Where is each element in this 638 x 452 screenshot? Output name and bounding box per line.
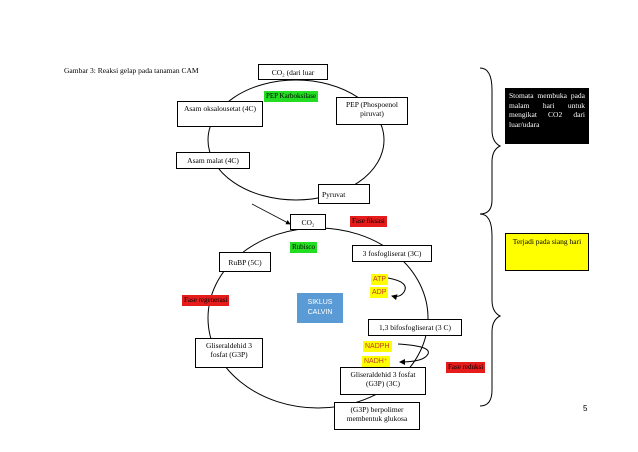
rubp-box: RuBP (5C) bbox=[219, 252, 271, 272]
phase-fixation-label: Fase fiksasi bbox=[350, 216, 387, 227]
phase-regeneration-label: Fase regenerasi bbox=[182, 295, 230, 306]
nadph-nadp-arrow bbox=[397, 343, 429, 365]
co2-outside-box: CO₂ (dari luar bbox=[258, 64, 328, 80]
night-note: Stomata membuka pada malam hari untuk me… bbox=[505, 88, 589, 144]
figure-caption: Gambar 3: Reaksi gelap pada tanaman CAM bbox=[64, 66, 199, 75]
page-number: 5 bbox=[583, 404, 588, 413]
oxaloacetate-box: Asam oksalousetat (4C) bbox=[177, 101, 263, 127]
g3p-box-2: Gliseraldehid 3 fosfat (G3P) (3C) bbox=[340, 367, 426, 395]
cam-cycle-ellipse bbox=[207, 79, 385, 201]
phase-reduction-label: Fase reduksi bbox=[446, 362, 486, 373]
day-brace bbox=[479, 213, 502, 407]
nadp-label: NADH⁺ bbox=[362, 356, 390, 367]
co2-box: CO₂ bbox=[290, 214, 326, 230]
malate-to-co2-arrow bbox=[251, 203, 291, 225]
atp-label: ATP bbox=[371, 274, 389, 285]
bpg-box: 1,3 bifosfogliserat (3 C) bbox=[368, 319, 462, 336]
g3p-box-1: Gliseraldehid 3 fosfat (G3P) bbox=[195, 338, 263, 368]
night-brace bbox=[479, 67, 502, 215]
nadph-label: NADPH bbox=[363, 341, 392, 352]
calvin-cycle-label: SIKLUS CALVIN bbox=[297, 293, 343, 323]
adp-label: ADP bbox=[370, 287, 389, 298]
pep-box: PEP (Phospoenol piruvat) bbox=[336, 97, 408, 125]
polymer-box: (G3P) berpolimer membentuk glukosa bbox=[334, 402, 420, 430]
day-note: Terjadi pada siang hari bbox=[505, 233, 589, 271]
rubisco-label: Rubisco bbox=[290, 242, 317, 253]
malate-box: Asam malat (4C) bbox=[176, 152, 250, 169]
pga-box: 3 fosfogliserat (3C) bbox=[352, 245, 432, 262]
pyruvate-box: Pyruvat bbox=[318, 184, 370, 204]
pep-carboxylase-label: PEP Karboksilase bbox=[264, 91, 319, 102]
atp-adp-arrow bbox=[387, 277, 406, 301]
